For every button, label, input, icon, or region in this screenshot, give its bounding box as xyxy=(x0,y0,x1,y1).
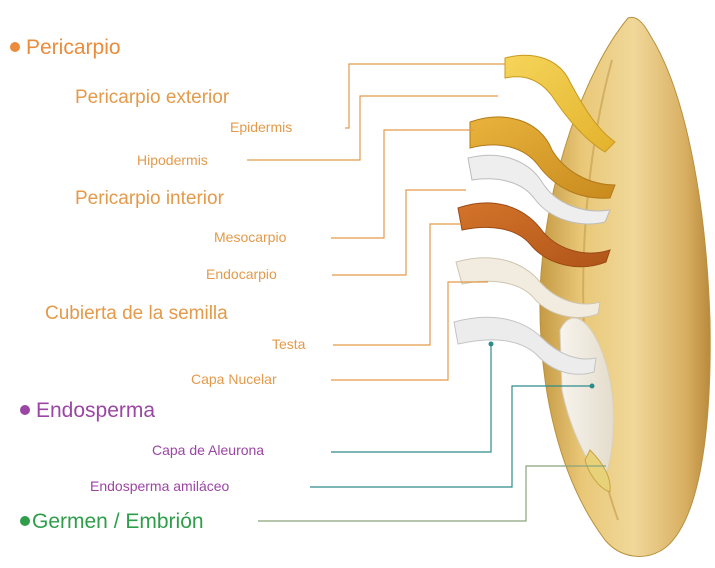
epidermis-label: Epidermis xyxy=(230,119,293,135)
leader-nucellar xyxy=(331,281,488,381)
endocarp-label: Endocarpio xyxy=(206,266,277,282)
pericarp-bullet-icon xyxy=(10,42,20,52)
germ-bullet-icon xyxy=(20,516,30,526)
leader-starchy-dot xyxy=(589,383,595,389)
layer-mesocarp xyxy=(457,202,611,268)
embryo-region xyxy=(584,449,611,493)
leader-testa xyxy=(333,223,461,346)
leader-hypodermis xyxy=(247,95,498,161)
layer-epidermis xyxy=(504,54,616,153)
leader-aleurone-dot xyxy=(488,341,494,347)
endosperm-title: Endosperma xyxy=(20,400,155,421)
leader-starchy xyxy=(310,385,592,488)
testa-label: Testa xyxy=(272,336,306,352)
germ-title: Germen / Embrión xyxy=(20,511,204,532)
inner-pericarp-title: Pericarpio interior xyxy=(75,188,224,209)
leader-epidermis xyxy=(345,63,505,129)
layer-hypodermis xyxy=(469,116,616,199)
endosperm-title-text: Endosperma xyxy=(36,399,156,422)
pericarp-title-text: Pericarpio xyxy=(26,36,121,59)
leader-aleurone xyxy=(331,344,492,453)
hypodermis-label: Hipodermis xyxy=(137,152,208,168)
leader-lines xyxy=(247,63,606,522)
layer-cross-cells xyxy=(467,154,611,225)
germ-title-text: Germen / Embrión xyxy=(32,510,204,533)
mesocarp-label: Mesocarpio xyxy=(214,229,287,245)
leader-germ xyxy=(258,465,606,522)
leader-endocarp xyxy=(332,189,466,276)
outer-pericarp-title: Pericarpio exterior xyxy=(75,87,230,108)
layer-testa xyxy=(453,316,597,375)
seed-coat-title: Cubierta de la semilla xyxy=(45,303,228,324)
nucellar-label: Capa Nucelar xyxy=(191,371,277,387)
leader-mesocarp xyxy=(331,129,474,239)
peeled-layers xyxy=(453,54,616,375)
starchy-endosperm-label: Endosperma amiláceo xyxy=(90,478,230,494)
pericarp-title: Pericarpio xyxy=(10,37,121,58)
layer-endocarp xyxy=(455,257,601,318)
aleurone-label: Capa de Aleurona xyxy=(152,442,265,458)
endosperm-bullet-icon xyxy=(20,405,30,415)
